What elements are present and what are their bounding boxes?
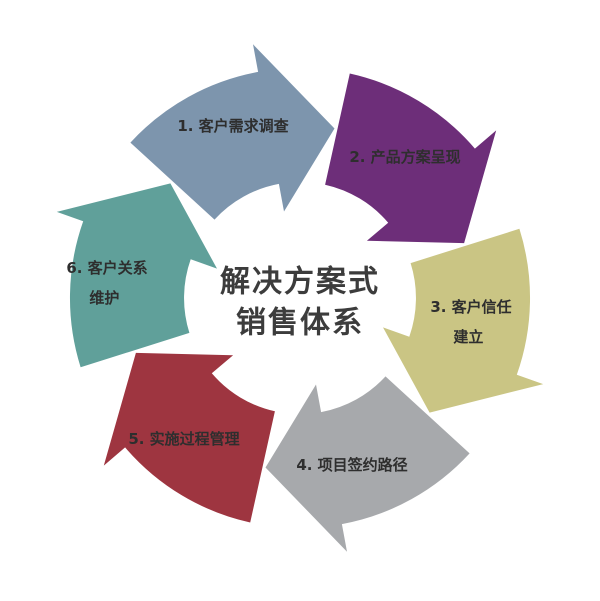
segment-arrow-1 — [130, 44, 335, 220]
diagram-center-title: 解决方案式 销售体系 — [220, 263, 380, 344]
center-title-line1: 解决方案式 — [220, 264, 380, 300]
segment-label-5: 5. 实施过程管理 — [128, 424, 239, 454]
segment-label-3-line2: 建立 — [453, 328, 484, 346]
segment-arrow-4 — [265, 376, 470, 552]
segment-label-2: 2. 产品方案呈现 — [349, 142, 460, 172]
segment-label-5-text: 5. 实施过程管理 — [128, 430, 240, 448]
segment-label-4-text: 4. 项目签约路径 — [296, 456, 408, 474]
segment-label-6-line2: 维护 — [89, 289, 120, 307]
segment-label-6-line1: 6. 客户关系 — [66, 259, 148, 277]
segment-label-2-text: 2. 产品方案呈现 — [349, 148, 461, 166]
segment-label-3-line1: 3. 客户信任 — [430, 298, 512, 316]
segment-arrow-6 — [56, 183, 217, 368]
segment-arrow-3 — [383, 228, 544, 413]
segment-label-1: 1. 客户需求调查 — [177, 111, 288, 141]
segment-arrow-2 — [325, 73, 497, 244]
segment-label-3: 3. 客户信任 建立 — [430, 292, 511, 352]
segment-arrow-5 — [103, 352, 275, 523]
segment-label-6: 6. 客户关系 维护 — [66, 253, 147, 313]
segment-label-4: 4. 项目签约路径 — [296, 450, 407, 480]
segment-label-1-text: 1. 客户需求调查 — [177, 117, 289, 135]
center-title-line2: 销售体系 — [236, 305, 364, 340]
